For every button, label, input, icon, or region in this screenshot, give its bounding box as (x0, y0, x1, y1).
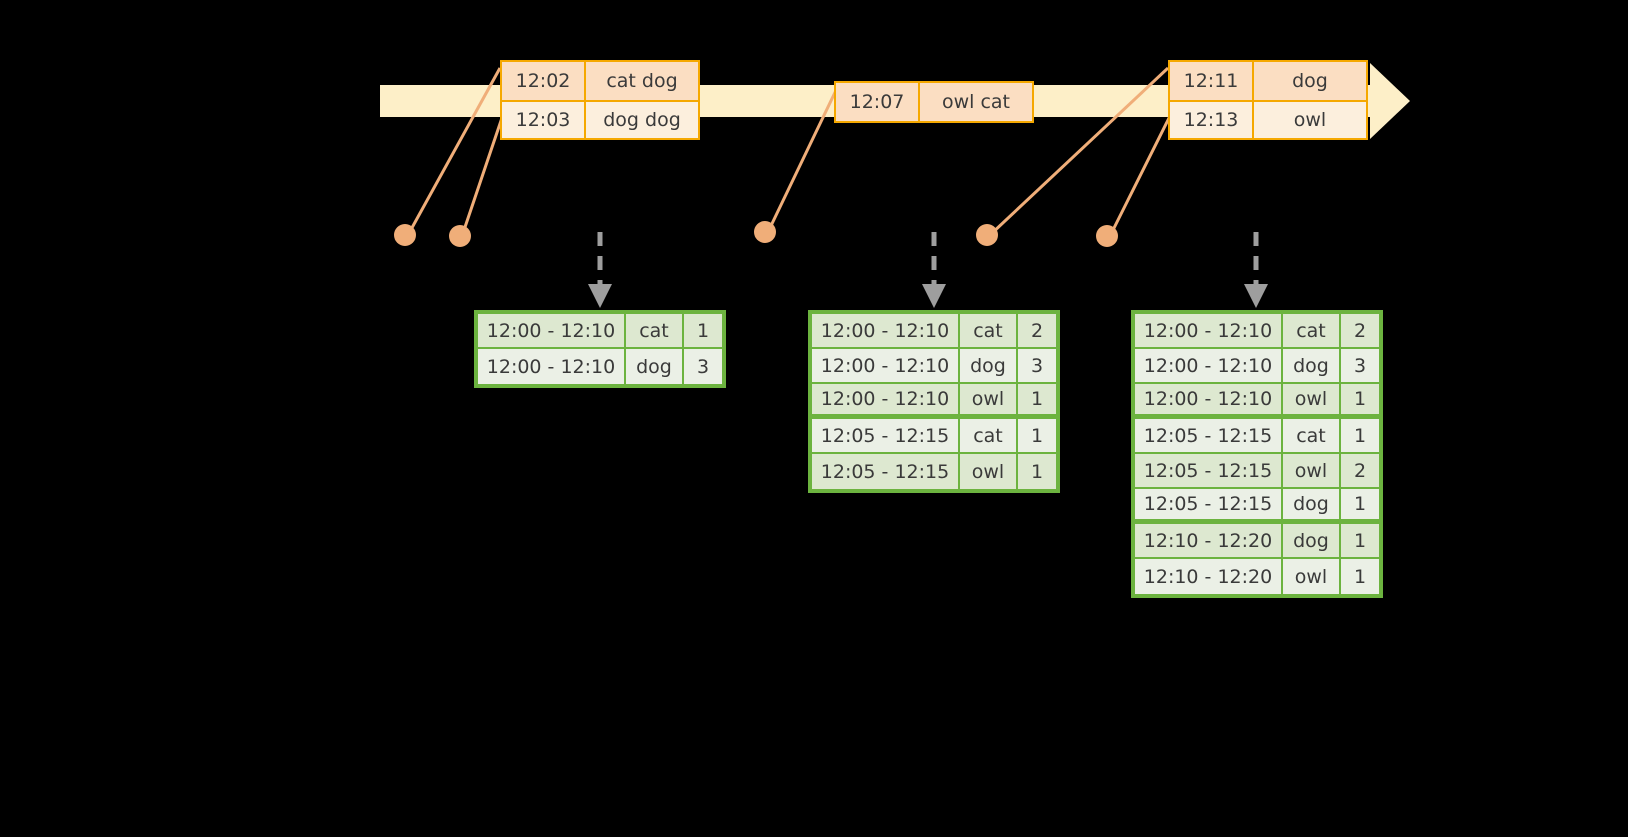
event-dot-1213 (1096, 225, 1118, 247)
result-table-3: 12:00 - 12:10 cat 2 12:00 - 12:10 dog 3 … (1131, 310, 1383, 598)
table-row: 12:10 - 12:20 owl 1 (1135, 559, 1379, 594)
event-row: 12:03 dog dog (502, 100, 698, 138)
cell-count: 1 (1018, 454, 1056, 489)
event-box-3: 12:11 dog 12:13 owl (1168, 60, 1368, 140)
table-row: 12:10 - 12:20 dog 1 (1135, 524, 1379, 559)
cell-count: 1 (1341, 524, 1379, 557)
event-time: 12:03 (502, 102, 586, 138)
cell-word: owl (1283, 384, 1341, 414)
dashed-arrow-3-icon (1244, 232, 1268, 308)
cell-window: 12:05 - 12:15 (1135, 454, 1283, 487)
cell-count: 2 (1341, 454, 1379, 487)
event-words: owl cat (941, 91, 1011, 113)
cell-count: 3 (1341, 349, 1379, 382)
cell-window: 12:05 - 12:15 (1135, 489, 1283, 519)
cell-word: dog (960, 349, 1018, 382)
event-dot-1202 (394, 224, 416, 246)
event-time: 12:07 (836, 83, 920, 121)
cell-count: 3 (1018, 349, 1056, 382)
cell-count: 1 (684, 314, 722, 347)
cell-count: 1 (1341, 419, 1379, 452)
cell-word: cat (626, 314, 684, 347)
dashed-arrow-1-icon (588, 232, 612, 308)
table-row: 12:00 - 12:10 dog 3 (478, 349, 722, 384)
table-row: 12:00 - 12:10 dog 3 (812, 349, 1056, 384)
cell-count: 2 (1018, 314, 1056, 347)
cell-word: dog (1283, 349, 1341, 382)
cell-window: 12:00 - 12:10 (1135, 349, 1283, 382)
cell-count: 1 (1341, 559, 1379, 594)
event-row: 12:13 owl (1170, 100, 1366, 138)
table-row: 12:00 - 12:10 cat 1 (478, 314, 722, 349)
event-words: cat dog (606, 70, 678, 92)
cell-window: 12:00 - 12:10 (1135, 384, 1283, 414)
event-words: dog (1292, 70, 1328, 92)
cell-window: 12:00 - 12:10 (1135, 314, 1283, 347)
cell-count: 3 (684, 349, 722, 384)
table-row: 12:05 - 12:15 dog 1 (1135, 489, 1379, 524)
event-dot-1211 (976, 224, 998, 246)
cell-word: dog (626, 349, 684, 384)
cell-word: cat (1283, 419, 1341, 452)
event-words: dog dog (603, 109, 681, 131)
cell-count: 1 (1341, 384, 1379, 414)
cell-word: dog (1283, 524, 1341, 557)
event-time: 12:02 (502, 62, 586, 100)
cell-word: dog (1283, 489, 1341, 519)
cell-count: 2 (1341, 314, 1379, 347)
event-time: 12:13 (1170, 102, 1254, 138)
cell-word: owl (960, 454, 1018, 489)
event-words: owl (1293, 109, 1327, 131)
table-row: 12:00 - 12:10 owl 1 (812, 384, 1056, 419)
cell-word: owl (960, 384, 1018, 414)
table-row: 12:00 - 12:10 cat 2 (1135, 314, 1379, 349)
table-row: 12:00 - 12:10 cat 2 (812, 314, 1056, 349)
cell-word: cat (1283, 314, 1341, 347)
cell-window: 12:00 - 12:10 (478, 349, 626, 384)
table-row: 12:05 - 12:15 owl 2 (1135, 454, 1379, 489)
cell-window: 12:10 - 12:20 (1135, 524, 1283, 557)
table-row: 12:00 - 12:10 dog 3 (1135, 349, 1379, 384)
cell-window: 12:00 - 12:10 (478, 314, 626, 347)
cell-count: 1 (1341, 489, 1379, 519)
event-box-2: 12:07 owl cat (834, 81, 1034, 123)
cell-word: owl (1283, 454, 1341, 487)
cell-count: 1 (1018, 419, 1056, 452)
result-table-1: 12:00 - 12:10 cat 1 12:00 - 12:10 dog 3 (474, 310, 726, 388)
table-row: 12:05 - 12:15 owl 1 (812, 454, 1056, 489)
event-row: 12:02 cat dog (502, 62, 698, 100)
cell-word: cat (960, 314, 1018, 347)
event-box-1: 12:02 cat dog 12:03 dog dog (500, 60, 700, 140)
cell-window: 12:05 - 12:15 (812, 419, 960, 452)
cell-window: 12:10 - 12:20 (1135, 559, 1283, 594)
table-row: 12:05 - 12:15 cat 1 (1135, 419, 1379, 454)
event-row: 12:11 dog (1170, 62, 1366, 100)
cell-window: 12:00 - 12:10 (812, 384, 960, 414)
cell-window: 12:05 - 12:15 (812, 454, 960, 489)
table-row: 12:00 - 12:10 owl 1 (1135, 384, 1379, 419)
event-dot-1203 (449, 225, 471, 247)
timeline-arrowhead-icon (1370, 63, 1410, 139)
cell-word: cat (960, 419, 1018, 452)
cell-window: 12:00 - 12:10 (812, 349, 960, 382)
cell-count: 1 (1018, 384, 1056, 414)
cell-window: 12:05 - 12:15 (1135, 419, 1283, 452)
event-row: 12:07 owl cat (836, 83, 1032, 121)
result-table-2: 12:00 - 12:10 cat 2 12:00 - 12:10 dog 3 … (808, 310, 1060, 493)
event-time: 12:11 (1170, 62, 1254, 100)
cell-window: 12:00 - 12:10 (812, 314, 960, 347)
cell-word: owl (1283, 559, 1341, 594)
connector-lines (406, 66, 1178, 237)
dashed-arrow-2-icon (922, 232, 946, 308)
event-dot-1207 (754, 221, 776, 243)
table-row: 12:05 - 12:15 cat 1 (812, 419, 1056, 454)
